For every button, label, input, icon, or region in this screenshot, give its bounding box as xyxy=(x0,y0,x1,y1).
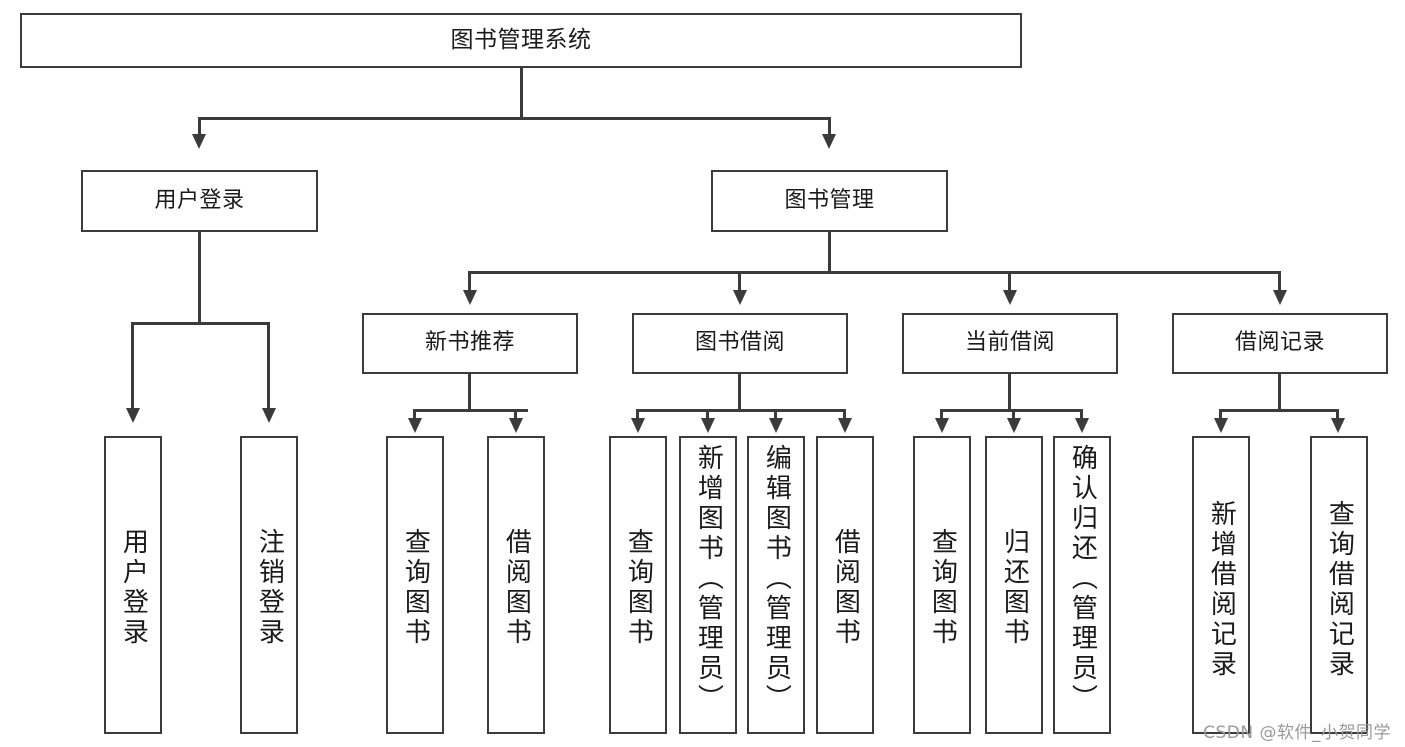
connector-to-borrow-record xyxy=(1278,271,1281,293)
arrowhead-borrow-record xyxy=(1273,290,1287,305)
connector-book-borrow-stem xyxy=(738,374,741,412)
connector-to-book-manage xyxy=(828,117,831,137)
leaf-user-login[interactable]: 用户登录 xyxy=(104,436,162,734)
leaf-edit-book-admin[interactable]: 编辑图书（管理员） xyxy=(747,436,805,734)
connector-root-bus xyxy=(198,117,831,120)
node-label: 查询借阅记录 xyxy=(1324,500,1355,680)
connector-user-login-bus xyxy=(131,322,270,325)
node-label: 确认归还（管理员） xyxy=(1067,444,1098,714)
arrowhead-book-manage xyxy=(822,134,836,149)
connector-to-new-book-recommend xyxy=(468,271,471,293)
node-label: 图书管理系统 xyxy=(450,26,592,53)
connector-bb-child-1 xyxy=(636,409,639,421)
connector-to-current-borrow xyxy=(1008,271,1011,293)
connector-borrow-record-bus xyxy=(1219,409,1338,412)
connector-bb-child-3 xyxy=(774,409,777,421)
connector-book-manage-stem xyxy=(828,232,831,273)
leaf-return-book[interactable]: 归还图书 xyxy=(985,436,1043,734)
node-label: 新书推荐 xyxy=(424,330,515,356)
connector-new-book-recommend-bus xyxy=(413,409,528,412)
connector-book-borrow-bus xyxy=(636,409,844,412)
node-label: 借阅图书 xyxy=(501,528,532,648)
arrowhead-leaf-query-book-1 xyxy=(408,418,422,433)
connector-br-child-2 xyxy=(1336,409,1339,421)
connector-to-book-borrow xyxy=(738,271,741,293)
arrowhead-leaf-confirm-return-admin xyxy=(1075,418,1089,433)
arrowhead-user-login xyxy=(192,134,206,149)
arrowhead-book-borrow xyxy=(733,290,747,305)
leaf-confirm-return-admin[interactable]: 确认归还（管理员） xyxy=(1053,436,1111,734)
connector-cb-child-1 xyxy=(940,409,943,421)
node-label: 查询图书 xyxy=(623,528,654,648)
node-label: 当前借阅 xyxy=(964,330,1055,356)
arrowhead-current-borrow xyxy=(1003,290,1017,305)
arrowhead-leaf-add-book-admin xyxy=(701,418,715,433)
node-label: 归还图书 xyxy=(999,528,1030,648)
connector-cb-child-3 xyxy=(1080,409,1083,421)
node-label: 图书借阅 xyxy=(694,330,785,356)
node-label: 新增图书（管理员） xyxy=(693,444,724,714)
arrowhead-leaf-borrow-book-1 xyxy=(509,418,523,433)
connector-current-borrow-bus xyxy=(940,409,1082,412)
node-label: 查询图书 xyxy=(400,528,431,648)
node-label: 查询图书 xyxy=(927,528,958,648)
connector-borrow-record-stem xyxy=(1278,374,1281,412)
node-borrow-record[interactable]: 借阅记录 xyxy=(1172,313,1388,374)
node-label: 编辑图书（管理员） xyxy=(761,444,792,714)
connector-new-book-recommend-stem xyxy=(468,374,471,412)
arrowhead-leaf-return-book xyxy=(1007,418,1021,433)
leaf-query-book-3[interactable]: 查询图书 xyxy=(913,436,971,734)
connector-bb-child-2 xyxy=(706,409,709,421)
arrowhead-leaf-query-book-3 xyxy=(935,418,949,433)
node-root-system[interactable]: 图书管理系统 xyxy=(20,13,1022,68)
connector-current-borrow-stem xyxy=(1008,374,1011,412)
leaf-borrow-book-1[interactable]: 借阅图书 xyxy=(487,436,545,734)
node-label: 图书管理 xyxy=(784,187,875,213)
leaf-query-borrow-record[interactable]: 查询借阅记录 xyxy=(1310,436,1368,734)
connector-root-stem xyxy=(520,68,523,119)
leaf-query-book-1[interactable]: 查询图书 xyxy=(386,436,444,734)
arrowhead-leaf-edit-book-admin xyxy=(769,418,783,433)
node-book-manage[interactable]: 图书管理 xyxy=(711,170,948,232)
leaf-borrow-book-2[interactable]: 借阅图书 xyxy=(816,436,874,734)
node-label: 用户登录 xyxy=(118,528,149,648)
arrowhead-leaf-user-login xyxy=(126,408,140,423)
arrowhead-new-book-recommend xyxy=(463,290,477,305)
node-label: 新增借阅记录 xyxy=(1206,500,1237,680)
connector-nbr-child-2 xyxy=(514,409,517,421)
arrowhead-leaf-borrow-book-2 xyxy=(838,418,852,433)
node-book-borrow[interactable]: 图书借阅 xyxy=(632,313,848,374)
connector-br-child-1 xyxy=(1219,409,1222,421)
connector-cb-child-2 xyxy=(1012,409,1015,421)
node-label: 用户登录 xyxy=(154,187,245,213)
connector-to-user-login xyxy=(198,117,201,137)
node-new-book-recommend[interactable]: 新书推荐 xyxy=(362,313,578,374)
connector-book-manage-bus xyxy=(468,271,1280,274)
connector-nbr-child-1 xyxy=(413,409,416,421)
node-user-login[interactable]: 用户登录 xyxy=(81,170,318,232)
connector-user-login-stem xyxy=(198,232,201,325)
node-label: 注销登录 xyxy=(254,528,285,648)
leaf-logout[interactable]: 注销登录 xyxy=(240,436,298,734)
leaf-query-book-2[interactable]: 查询图书 xyxy=(609,436,667,734)
node-current-borrow[interactable]: 当前借阅 xyxy=(902,313,1118,374)
arrowhead-leaf-query-book-2 xyxy=(631,418,645,433)
node-label: 借阅记录 xyxy=(1234,330,1325,356)
node-label: 借阅图书 xyxy=(830,528,861,648)
arrowhead-leaf-add-borrow-record xyxy=(1214,418,1228,433)
connector-user-login-child-1 xyxy=(131,322,134,411)
connector-bb-child-4 xyxy=(843,409,846,421)
arrowhead-leaf-query-borrow-record xyxy=(1331,418,1345,433)
leaf-add-borrow-record[interactable]: 新增借阅记录 xyxy=(1192,436,1250,734)
leaf-add-book-admin[interactable]: 新增图书（管理员） xyxy=(679,436,737,734)
watermark-text: CSDN @软件_小贺同学 xyxy=(1203,723,1391,743)
connector-user-login-child-2 xyxy=(267,322,270,411)
arrowhead-leaf-logout xyxy=(262,408,276,423)
